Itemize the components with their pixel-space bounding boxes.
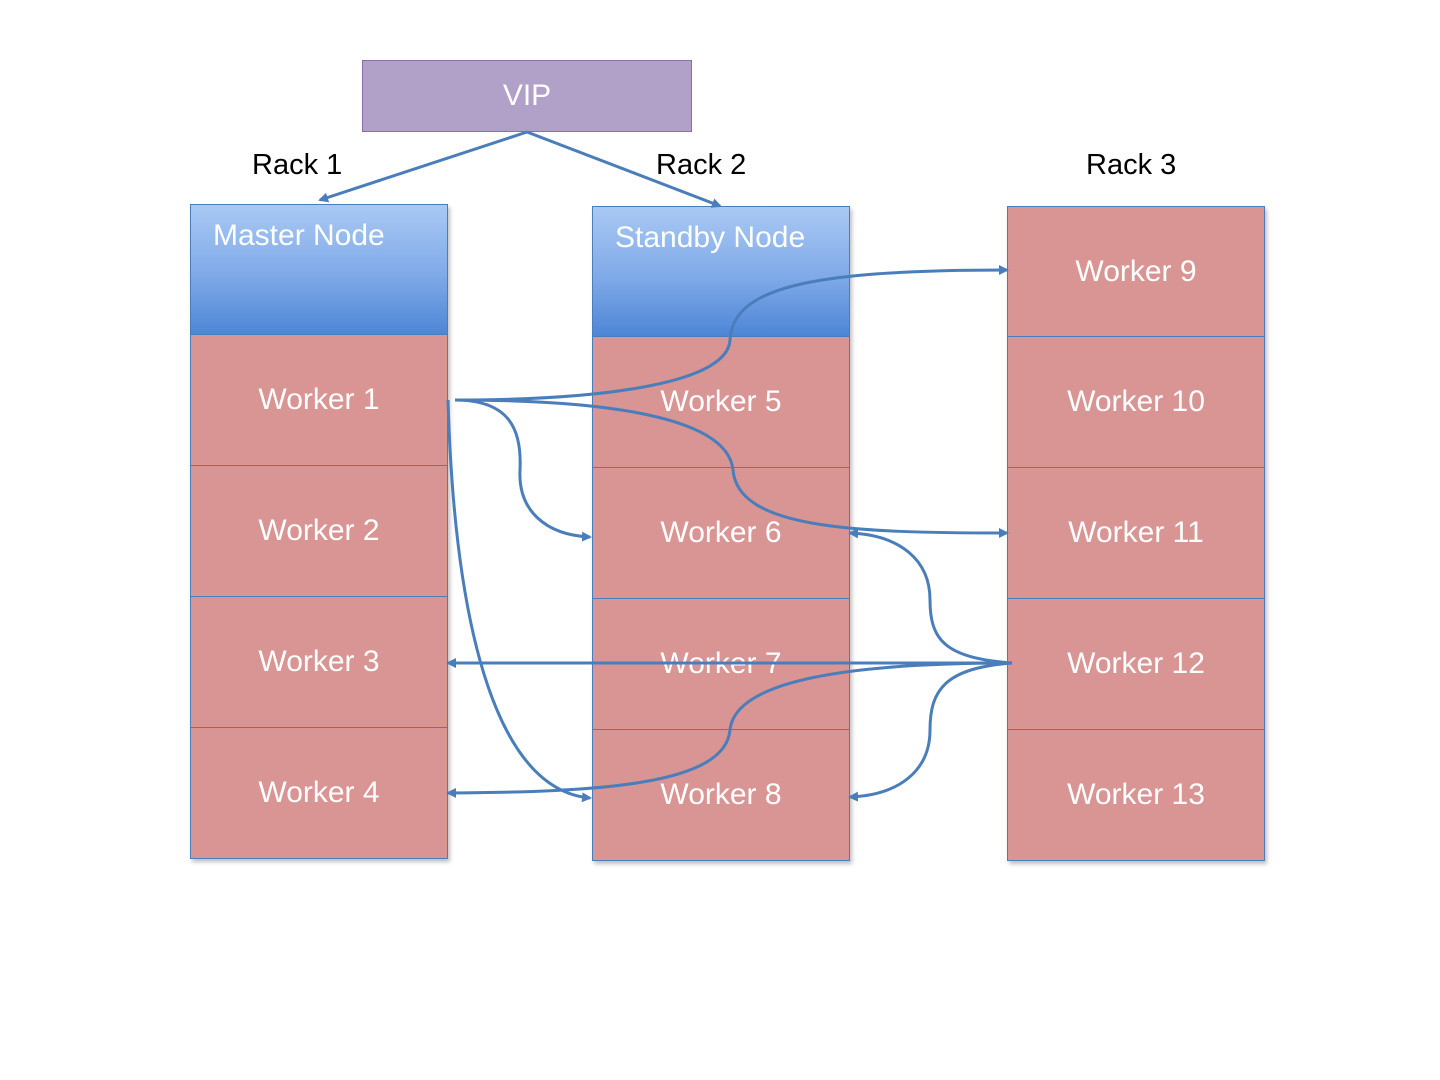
arrow-worker12-to-worker8 — [848, 661, 1013, 802]
arrow-vip-to-master — [318, 130, 528, 203]
rack-2: Standby Node Worker 5 Worker 6 Worker 7 … — [592, 206, 850, 861]
rack-3-label: Rack 3 — [1086, 149, 1177, 181]
rack-1-label: Rack 1 — [252, 149, 343, 181]
worker-5: Worker 5 — [592, 337, 850, 468]
master-node: Master Node — [190, 204, 448, 335]
worker-9: Worker 9 — [1007, 206, 1265, 337]
worker-4: Worker 4 — [190, 728, 448, 859]
worker-2: Worker 2 — [190, 466, 448, 597]
vip-label: VIP — [502, 79, 552, 112]
vip-box: VIP — [362, 60, 692, 132]
worker-1: Worker 1 — [190, 335, 448, 466]
rack-1: Master Node Worker 1 Worker 2 Worker 3 W… — [190, 204, 448, 859]
standby-node: Standby Node — [592, 206, 850, 337]
worker-6: Worker 6 — [592, 468, 850, 599]
worker-3: Worker 3 — [190, 597, 448, 728]
worker-10: Worker 10 — [1007, 337, 1265, 468]
arrow-worker1-to-worker8 — [446, 399, 592, 803]
arrow-worker1-to-worker6 — [454, 398, 592, 542]
worker-8: Worker 8 — [592, 730, 850, 861]
worker-13: Worker 13 — [1007, 730, 1265, 861]
rack-2-label: Rack 2 — [656, 149, 747, 181]
worker-11: Worker 11 — [1007, 468, 1265, 599]
worker-7: Worker 7 — [592, 599, 850, 730]
rack-3: Worker 9 Worker 10 Worker 11 Worker 12 W… — [1007, 206, 1265, 861]
worker-12: Worker 12 — [1007, 599, 1265, 730]
arrow-worker12-to-worker6 — [848, 528, 1013, 665]
